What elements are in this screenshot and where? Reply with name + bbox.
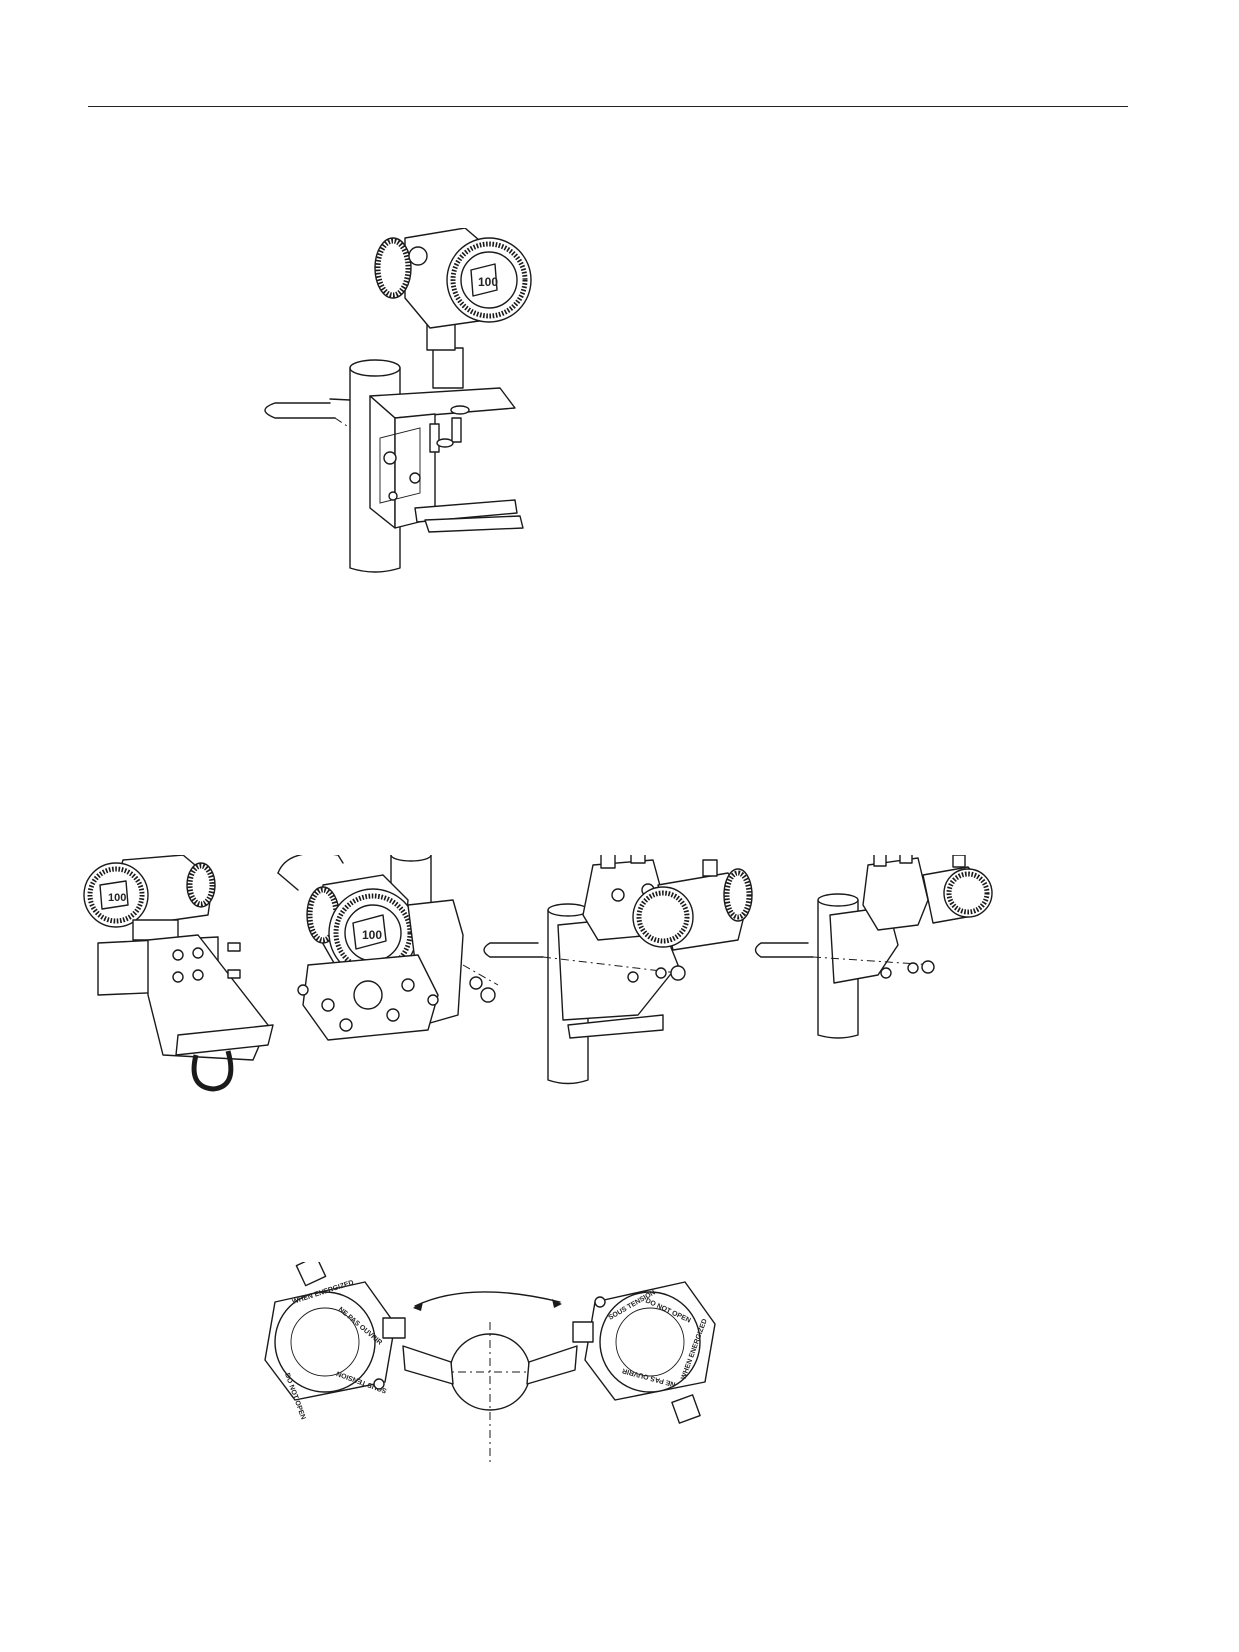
mounting-bracket (369, 387, 524, 533)
variant-differential-pipe: 100 (277, 855, 499, 1041)
housing-left: WHEN ENERGIZED NE PAS OUVRIR DO NOT OPEN… (264, 1262, 406, 1421)
display-value-variant-2: 100 (362, 928, 382, 942)
rotation-arc (414, 1291, 561, 1307)
display-value: 100 (478, 275, 498, 289)
variant-flat-bracket: 100 (83, 855, 274, 1092)
u-bolt (264, 398, 351, 429)
variant-compact-pipe (754, 855, 993, 1039)
housing-right: DO NOT OPEN SOUS TENSION NE PAS OUVRIR W… (572, 1281, 716, 1424)
arrow-left-icon (413, 1302, 423, 1311)
arrow-right-icon (552, 1299, 562, 1308)
header-rule (88, 106, 1128, 107)
variant-manifold-pipe (483, 855, 753, 1085)
figure-pipe-mount-gauge: 100 (264, 228, 532, 573)
figure-housing-rotation: WHEN ENERGIZED NE PAS OUVRIR DO NOT OPEN… (264, 1262, 716, 1464)
display-value-variant-1: 100 (108, 892, 126, 904)
transmitter-housing: 100 (374, 228, 532, 329)
bolts (429, 405, 470, 453)
figure-mount-variants: 100 100 (83, 855, 993, 1092)
